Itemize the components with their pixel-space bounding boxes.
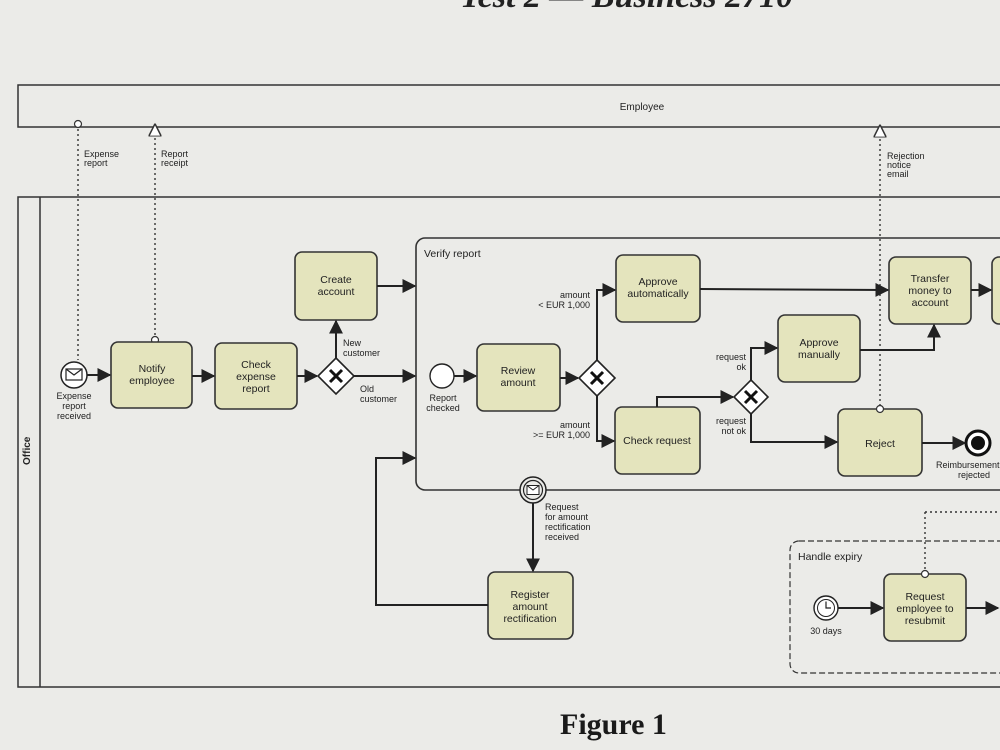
svg-text:amount< EUR 1,000: amount< EUR 1,000: [538, 290, 590, 310]
start-event-report-checked: [429, 363, 455, 389]
report-receipt-msg-label: Report: [161, 149, 189, 159]
timer-label: 30 days: [810, 626, 842, 636]
svg-text:Check request: Check request: [623, 435, 691, 447]
subprocess-verify-report: [415, 237, 1000, 491]
new-customer-label: New: [343, 338, 362, 348]
task-check-request: Check request: [614, 406, 701, 475]
request-ok-label: request: [716, 352, 747, 362]
end-event-rejected: [964, 429, 992, 457]
rectification-received-label: Request: [545, 502, 579, 512]
old-customer-label: Old: [360, 384, 374, 394]
xor-gateway-customer: [316, 356, 356, 396]
amount-ge-label: amount: [560, 420, 591, 430]
boundary-message-event: [519, 476, 547, 504]
handle-expiry-title: Handle expiry: [798, 551, 863, 563]
expense-received-label: Expense: [56, 391, 91, 401]
sequence-flows: [87, 279, 1000, 615]
expense-report-msg-label: Expense: [84, 149, 119, 159]
report-checked-label: Report: [429, 393, 457, 403]
request-not-ok-label: request: [716, 416, 747, 426]
reimbursement-rejected-label: Reimbursement: [936, 460, 1000, 470]
figure-caption: Figure 1: [560, 708, 667, 741]
office-pool-label: Office: [22, 436, 33, 465]
timer-event: [813, 595, 839, 621]
rejection-msg-label: Rejection: [887, 151, 925, 161]
start-message-event: [60, 361, 88, 389]
svg-text:Reject: Reject: [865, 438, 895, 450]
subprocess-handle-expiry: [789, 540, 1000, 674]
svg-text:amount>= EUR 1,000: amount>= EUR 1,000: [533, 420, 591, 440]
xor-gateway-request: [732, 378, 770, 416]
employee-pool-label: Employee: [620, 102, 665, 113]
task-cut-off-right: [991, 256, 1000, 325]
task-reject: Reject: [837, 408, 923, 477]
employee-pool: [17, 84, 1000, 128]
page-title: Test 2 — Business 2710: [460, 0, 880, 16]
amount-lt-label: amount: [560, 290, 591, 300]
verify-report-title: Verify report: [424, 248, 481, 260]
